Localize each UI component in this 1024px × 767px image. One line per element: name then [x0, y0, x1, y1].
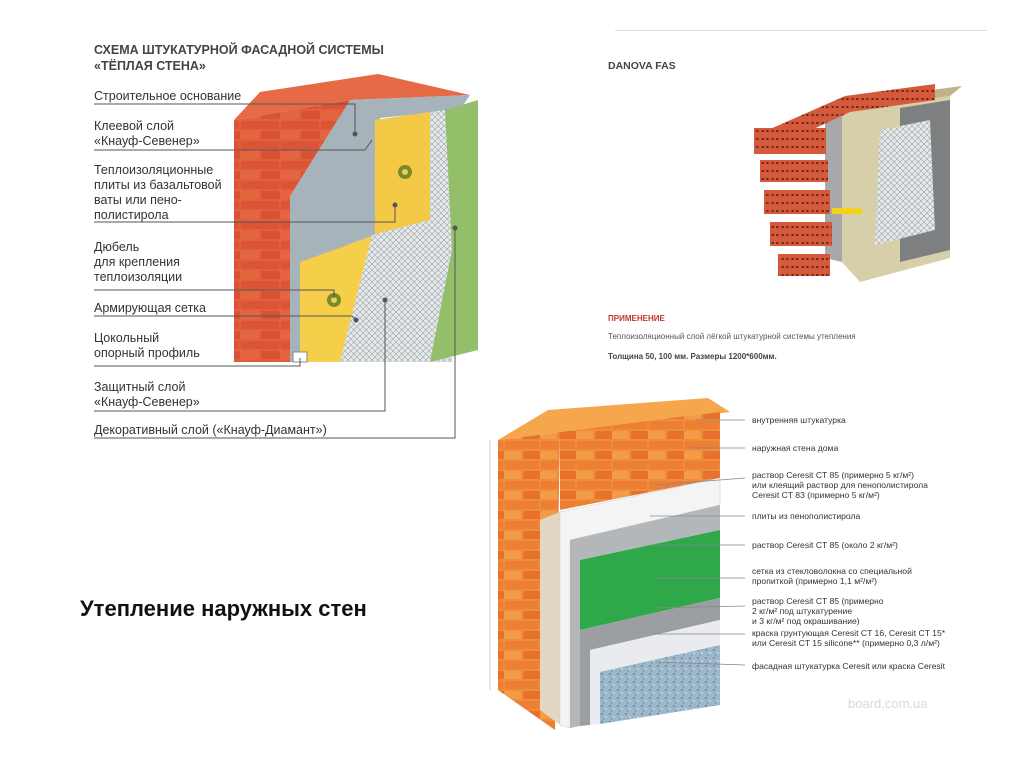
label-insulation-3: ваты или пено- — [94, 193, 182, 207]
hollow-brick-4 — [770, 222, 832, 246]
label-protective-1: Защитный слой — [94, 380, 186, 394]
label-insulation-4: полистирола — [94, 208, 169, 222]
page-title: Утепление наружных стен — [80, 596, 367, 621]
r-label-ct85b-2: 2 кг/м² под штукатурение — [752, 606, 853, 616]
danova-dowel — [832, 208, 862, 214]
label-decorative: Декоративный слой («Кнауф-Диамант») — [94, 423, 327, 437]
r-label-ct85b-3: и 3 кг/м² под окрашивание) — [752, 616, 860, 626]
label-base-profile-2: опорный профиль — [94, 346, 200, 360]
left-leader-lines — [94, 103, 458, 439]
label-adhesive-brand: «Кнауф-Севенер» — [94, 134, 200, 148]
hollow-brick-1 — [754, 128, 826, 154]
label-insulation-1: Теплоизоляционные — [94, 163, 214, 177]
r-label-primer-1: краска грунтующая Ceresit CT 16, Ceresit… — [752, 628, 946, 638]
hollow-brick-2 — [760, 160, 828, 182]
adhesive-layer — [290, 95, 470, 362]
top-divider — [615, 30, 987, 31]
label-insulation-2: плиты из базальтовой — [94, 178, 222, 192]
brick-wall-top — [234, 74, 470, 120]
right-leader-lines — [650, 419, 746, 666]
ceresit-mesh — [580, 530, 720, 630]
ceresit-brick-top — [498, 398, 730, 440]
r-label-primer-2: или Ceresit CT 15 silicone** (примерно 0… — [752, 638, 940, 648]
ceresit-facade-plaster — [600, 645, 720, 724]
r-label-mesh-2: пропиткой (примерно 1,1 м²/м²) — [752, 576, 878, 586]
left-diagram-title: СХЕМА ШТУКАТУРНОЙ ФАСАДНОЙ СИСТЕМЫ «ТЁПЛ… — [94, 42, 384, 74]
danova-title: DANOVA FAS — [608, 60, 676, 72]
r-label-ct85-2: или клеящий раствор для пенополистирола — [752, 480, 928, 490]
label-dowel-1: Дюбель — [94, 240, 140, 254]
r-label-ct85-2kg: раствор Ceresit CT 85 (около 2 кг/м²) — [752, 540, 898, 550]
label-mesh: Армирующая сетка — [94, 301, 206, 315]
ceresit-primer — [590, 620, 720, 725]
watermark: board.com.ua — [848, 696, 928, 711]
r-label-polystyrene: плиты из пенополистирола — [752, 511, 861, 521]
label-dowel-2: для крепления — [94, 255, 180, 269]
r-label-ct85-1: раствор Ceresit CT 85 (примерно 5 кг/м²) — [752, 470, 915, 480]
ceresit-base-coat — [570, 505, 720, 728]
hollow-brick-3 — [764, 190, 830, 214]
r-label-outer-wall: наружная стена дома — [752, 443, 839, 453]
label-base-profile-1: Цокольный — [94, 331, 160, 345]
application-sizes: Толщина 50, 100 мм. Размеры 1200*600мм. — [608, 352, 777, 361]
ceresit-adhesive-dots — [540, 512, 560, 725]
r-label-ct85b-1: раствор Ceresit CT 85 (примерно — [752, 596, 884, 606]
warm-wall-diagram — [234, 74, 478, 363]
r-label-mesh-1: сетка из стекловолокна со специальной — [752, 566, 912, 576]
left-title-line2: «ТЁПЛАЯ СТЕНА» — [94, 59, 206, 73]
r-label-ct85-3: Ceresit CT 83 (примерно 5 кг/м²) — [752, 490, 880, 500]
r-label-facade-plaster: фасадная штукатурка Ceresit или краска C… — [752, 661, 945, 671]
danova-illustration — [754, 84, 962, 282]
ceresit-diagram — [489, 398, 730, 730]
hollow-brick-5 — [778, 254, 830, 276]
decorative-layer — [430, 100, 478, 362]
label-protective-2: «Кнауф-Севенер» — [94, 395, 200, 409]
label-building-base: Строительное основание — [94, 89, 242, 103]
ceresit-coat-2 — [580, 598, 720, 726]
application-title: ПРИМЕНЕНИЕ — [608, 314, 665, 323]
application-description: Теплоизоляционный слой лёгкой штукатурно… — [608, 332, 856, 341]
danova-mesh — [875, 120, 935, 245]
left-title-line1: СХЕМА ШТУКАТУРНОЙ ФАСАДНОЙ СИСТЕМЫ — [94, 43, 384, 57]
r-label-inner-plaster: внутренняя штукатурка — [752, 415, 846, 425]
label-adhesive-layer: Клеевой слой — [94, 119, 175, 133]
reinforcing-mesh — [340, 108, 462, 362]
label-dowel-3: теплоизоляции — [94, 270, 183, 284]
hollow-bricks-top — [768, 84, 935, 140]
